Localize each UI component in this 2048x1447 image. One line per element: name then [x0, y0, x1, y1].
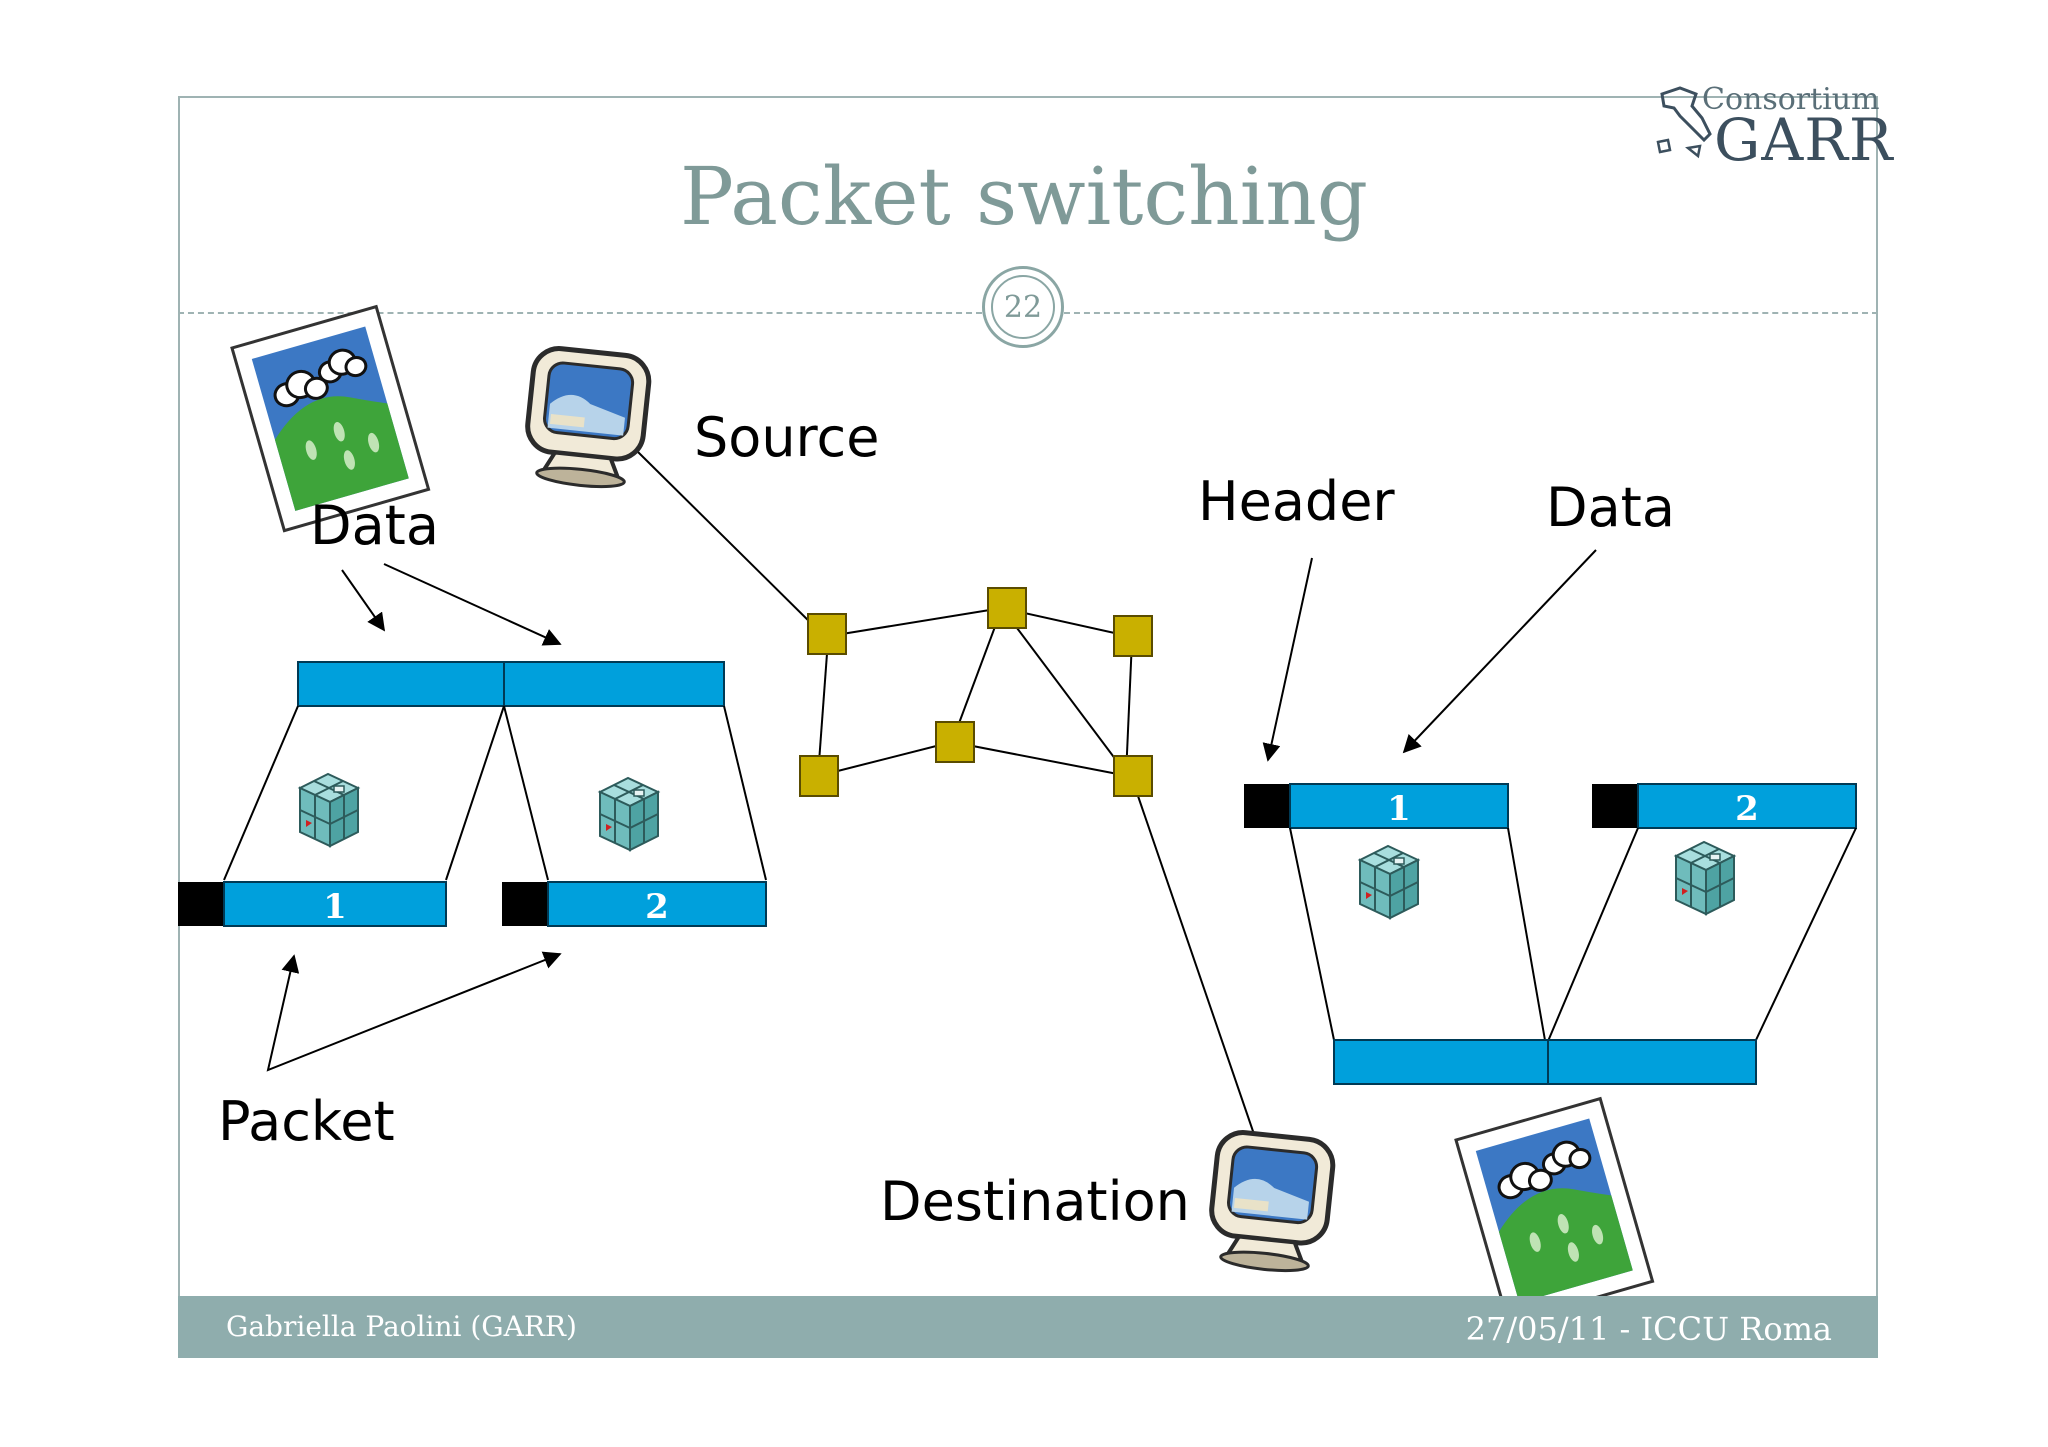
data-label-right: Data — [1546, 476, 1675, 539]
destination-label: Destination — [880, 1170, 1190, 1233]
arrow — [383, 563, 562, 646]
packet-number: 2 — [1735, 789, 1759, 829]
packet-header-block — [502, 882, 548, 926]
arrow — [341, 569, 386, 632]
arrow — [1402, 549, 1597, 754]
network-links — [637, 451, 1257, 1141]
router-node-icon — [807, 613, 847, 655]
packet-header-block — [1592, 784, 1638, 828]
data-bar-segment — [503, 661, 725, 707]
router-node-icon — [987, 587, 1027, 629]
data-bar-segment — [1333, 1039, 1549, 1085]
title-divider-left — [178, 312, 982, 314]
page-number: 22 — [991, 275, 1055, 339]
page-number-badge: 22 — [982, 266, 1064, 348]
packet-header-block — [1244, 784, 1290, 828]
packet-number: 1 — [323, 887, 347, 927]
packet-bar — [1289, 783, 1509, 829]
packet-bar — [1637, 783, 1857, 829]
arrow — [266, 951, 562, 1072]
packet-bar — [223, 881, 447, 927]
title-divider-right — [1064, 312, 1878, 314]
slide-footer: Gabriella Paolini (GARR) 27/05/11 - ICCU… — [178, 1296, 1878, 1358]
packet-bar — [547, 881, 767, 927]
router-node-icon — [935, 721, 975, 763]
slide-title: Packet switching — [679, 150, 1369, 243]
arrow — [1262, 557, 1313, 762]
footer-date-venue: 27/05/11 - ICCU Roma — [1465, 1310, 1832, 1348]
data-label-left: Data — [310, 494, 439, 557]
computer-monitor-icon — [522, 346, 651, 491]
package-cube-icon — [1359, 845, 1419, 919]
italy-map-icon — [1656, 86, 1712, 159]
router-node-icon — [1113, 615, 1153, 657]
router-node-icon — [1113, 755, 1153, 797]
footer-author: Gabriella Paolini (GARR) — [226, 1310, 577, 1343]
logo-garr-text: GARR — [1714, 106, 1894, 174]
package-cube-icon — [299, 773, 359, 847]
logo-consortium-text: Consortium — [1702, 82, 1880, 117]
packet-number: 1 — [1387, 789, 1411, 829]
split-lines-left — [223, 705, 767, 881]
header-label: Header — [1198, 470, 1395, 533]
router-node-icon — [799, 755, 839, 797]
merge-lines-right — [1289, 827, 1857, 1047]
package-cube-icon — [599, 777, 659, 851]
packet-header-block — [178, 882, 224, 926]
data-bar-segment — [297, 661, 505, 707]
source-label: Source — [694, 406, 880, 469]
garr-logo: Consortium GARR — [1650, 80, 1900, 174]
computer-monitor-icon — [1206, 1130, 1335, 1275]
data-bar-segment — [1547, 1039, 1757, 1085]
picture-icon — [1454, 1097, 1655, 1325]
packet-label: Packet — [218, 1090, 395, 1153]
package-cube-icon — [1675, 841, 1735, 915]
packet-number: 2 — [645, 887, 669, 927]
